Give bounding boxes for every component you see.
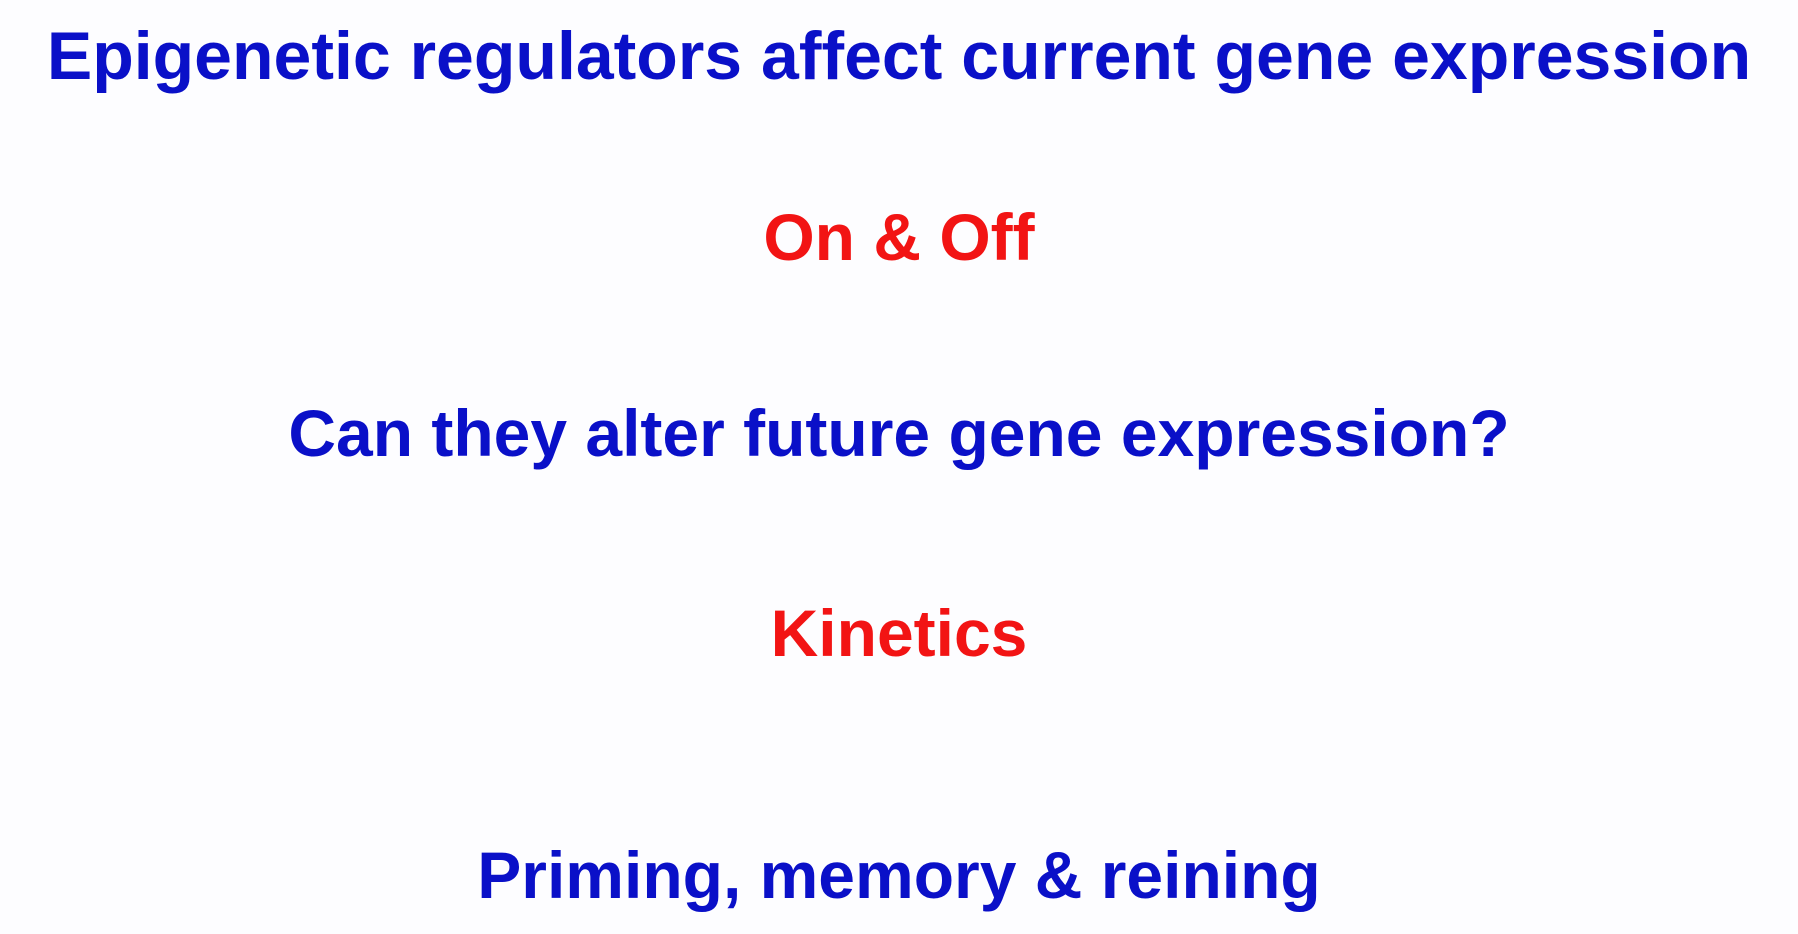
priming-memory-reining-line: Priming, memory & reining [477,838,1321,912]
kinetics-label: Kinetics [770,596,1028,670]
on-off-label: On & Off [763,200,1035,274]
future-expression-question: Can they alter future gene expression? [288,396,1510,470]
headline-current-expression: Epigenetic regulators affect current gen… [46,18,1752,94]
